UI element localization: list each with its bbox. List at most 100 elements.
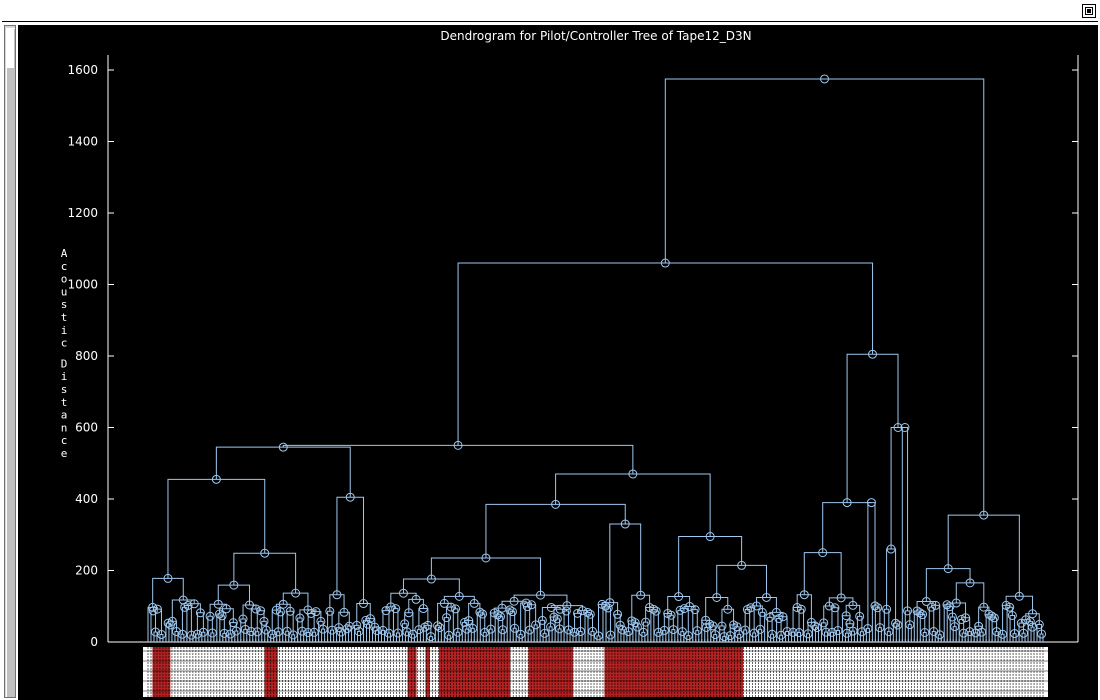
merge-marker xyxy=(842,628,852,638)
merge-marker xyxy=(418,604,428,614)
dendrogram-link xyxy=(1018,622,1025,642)
dendrogram-link xyxy=(167,478,266,579)
merge-marker xyxy=(393,628,403,638)
highlighted-leaf-span xyxy=(264,647,278,697)
merge-marker xyxy=(433,621,443,631)
merge-marker xyxy=(435,623,445,633)
merge-marker xyxy=(803,629,813,639)
merge-marker xyxy=(848,626,858,636)
merge-marker xyxy=(900,423,910,432)
merge-marker xyxy=(231,626,241,636)
dendrogram-link xyxy=(822,502,872,553)
dendrogram-link xyxy=(282,592,309,610)
dendrogram-link xyxy=(919,614,926,642)
dendrogram-link xyxy=(895,624,900,642)
dendrogram-link xyxy=(242,604,257,620)
merge-marker xyxy=(311,607,321,617)
merge-marker xyxy=(690,605,700,615)
merge-marker xyxy=(527,600,537,610)
dendrogram-link xyxy=(285,630,290,642)
merge-marker xyxy=(469,598,479,608)
y-axis-label-char: s xyxy=(61,298,68,311)
merge-marker xyxy=(659,625,669,635)
dendrogram-link xyxy=(1036,623,1042,642)
dendrogram-link xyxy=(922,632,927,642)
dendrogram-link xyxy=(512,627,517,642)
dendrogram-link xyxy=(973,632,978,642)
merge-marker xyxy=(965,627,975,637)
merge-marker xyxy=(516,629,526,639)
merge-marker xyxy=(868,349,878,359)
merge-marker xyxy=(870,601,880,611)
merge-marker xyxy=(205,611,215,621)
y-axis-label-char: c xyxy=(61,337,68,350)
dendrogram-link xyxy=(883,608,890,642)
dendrogram-link xyxy=(587,613,594,642)
dendrogram-link xyxy=(769,611,784,618)
dendrogram-link xyxy=(947,514,1020,597)
merge-marker xyxy=(708,621,718,631)
merge-marker xyxy=(821,627,831,637)
scrollbar-thumb[interactable] xyxy=(6,28,15,697)
merge-marker xyxy=(260,548,270,558)
dendrogram-link xyxy=(859,631,864,642)
merge-marker xyxy=(675,605,685,615)
merge-marker xyxy=(767,629,777,639)
merge-marker xyxy=(761,592,771,602)
dendrogram-link xyxy=(716,564,767,598)
merge-marker xyxy=(570,627,580,637)
merge-marker xyxy=(339,607,349,617)
y-axis-label-char: e xyxy=(61,447,68,460)
merge-marker xyxy=(442,613,452,623)
dendrogram-link xyxy=(578,630,583,642)
dendrogram-link xyxy=(1030,626,1035,642)
dendrogram-link xyxy=(686,635,691,642)
dendrogram-link xyxy=(416,629,421,642)
dendrogram-link xyxy=(892,622,899,642)
merge-marker xyxy=(660,258,670,268)
dendrogram-link xyxy=(171,599,195,622)
chart-title: Dendrogram for Pilot/Controller Tree of … xyxy=(440,29,751,43)
merge-marker xyxy=(613,609,623,619)
dendrogram-link xyxy=(680,631,685,642)
dendrogram-link xyxy=(574,612,582,633)
dendrogram-link xyxy=(620,629,625,642)
y-tick-label: 1200 xyxy=(67,206,98,220)
dendrogram-link xyxy=(404,612,414,635)
dendrogram-link xyxy=(614,613,621,642)
dendrogram-link xyxy=(437,627,442,642)
dendrogram-link xyxy=(485,503,626,558)
dendrogram-link xyxy=(527,629,532,642)
dendrogram-link xyxy=(506,609,513,642)
merge-marker xyxy=(475,607,485,617)
dendrogram-link xyxy=(217,584,250,606)
restore-window-icon[interactable] xyxy=(1082,4,1096,18)
y-axis-label-char: u xyxy=(61,285,68,298)
dendrogram-link xyxy=(1020,619,1031,624)
merge-marker xyxy=(420,622,430,632)
merge-marker xyxy=(278,442,288,452)
dendrogram-link xyxy=(395,632,400,642)
dendrogram-link xyxy=(243,628,248,642)
y-tick-label: 800 xyxy=(75,349,98,363)
merge-marker xyxy=(251,604,261,614)
merge-marker xyxy=(163,573,173,583)
dendrogram-link xyxy=(455,631,460,642)
dendrogram-link xyxy=(955,582,985,608)
dendrogram-link xyxy=(758,628,763,642)
dendrogram-link xyxy=(979,631,984,642)
highlighted-leaf-span xyxy=(528,647,574,697)
merge-marker xyxy=(411,594,421,604)
merge-marker xyxy=(378,625,388,635)
merge-marker xyxy=(788,627,798,637)
merge-marker xyxy=(585,609,595,619)
merge-marker xyxy=(873,603,883,613)
dendrogram-link xyxy=(479,613,486,642)
vertical-scrollbar[interactable] xyxy=(4,25,16,698)
dendrogram-link xyxy=(952,626,957,642)
dendrogram-link xyxy=(846,353,899,503)
merge-marker xyxy=(615,620,625,630)
dendrogram-link xyxy=(297,617,303,642)
dendrogram-link xyxy=(683,605,696,610)
